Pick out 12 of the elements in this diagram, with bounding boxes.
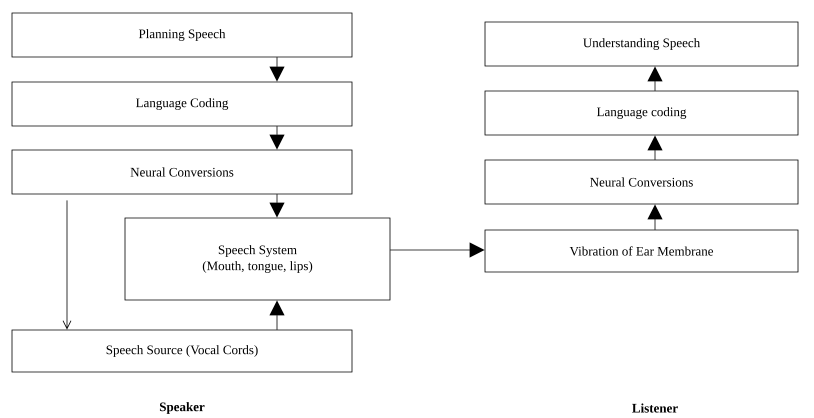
process-box: Neural Conversions (12, 150, 352, 194)
panel-label: Speaker (160, 402, 204, 414)
process-box: Speech System (Mouth, tongue, lips) (124, 218, 390, 300)
process-box: Language coding (484, 90, 798, 136)
process-box: Planning Speech (12, 12, 352, 58)
process-box: Speech Source (Vocal Cords) (12, 330, 352, 372)
arrow (62, 200, 72, 330)
process-box: Language Coding (12, 82, 352, 126)
process-box: Understanding Speech (484, 22, 798, 66)
process-box: Vibration of Ear Membrane (484, 230, 798, 272)
panel-label: Listener (632, 403, 678, 413)
process-box: Neural Conversions (484, 160, 798, 204)
